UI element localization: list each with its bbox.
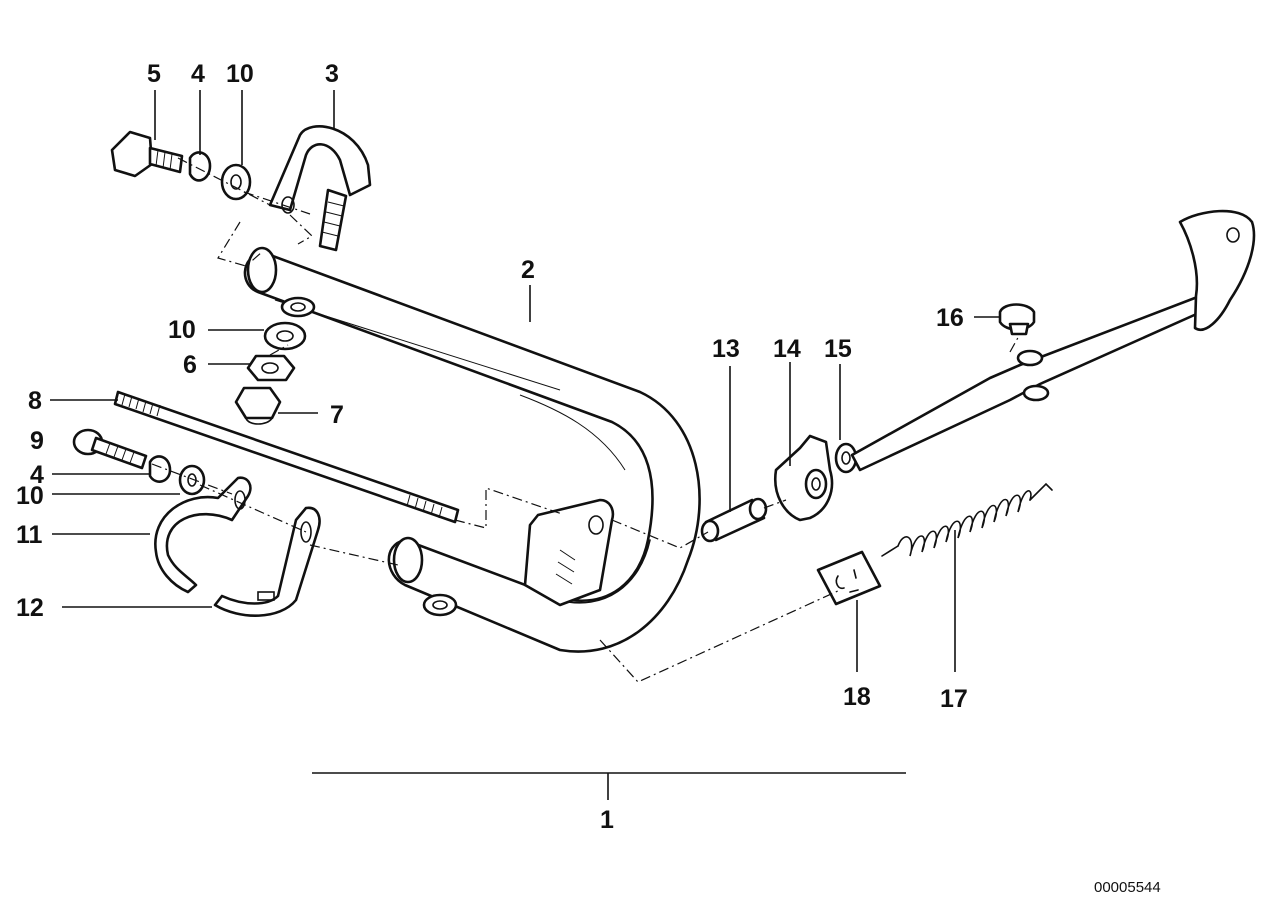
callout-7: 7	[330, 401, 344, 429]
callout-17: 17	[940, 685, 968, 713]
rubber-plug	[998, 303, 1036, 336]
callout-2: 2	[521, 256, 535, 284]
clamp-bracket	[154, 476, 252, 594]
kickstand-lever-arm	[850, 209, 1256, 472]
rubber-pad	[816, 550, 882, 606]
threaded-stud	[113, 390, 460, 524]
hex-bolt	[110, 130, 184, 178]
flat-washer-middle	[263, 321, 307, 351]
callout-6: 6	[183, 351, 197, 379]
callout-10: 10	[168, 316, 196, 344]
callout-4: 4	[191, 60, 205, 88]
callout-4: 4	[30, 461, 44, 489]
callout-3: 3	[325, 60, 339, 88]
callout-13: 13	[712, 335, 740, 363]
callout-15: 15	[824, 335, 852, 363]
lock-washer-top	[188, 151, 212, 182]
alignment-lines	[151, 157, 1021, 683]
lock-washer-lower	[148, 455, 172, 483]
return-spring	[881, 482, 1053, 557]
u-clamp	[268, 125, 372, 252]
assembly-bracket-line	[312, 772, 906, 800]
callout-9: 9	[30, 427, 44, 455]
bushing-sleeve	[700, 497, 768, 543]
clamp-strap	[213, 506, 321, 617]
flat-washer-top	[220, 163, 252, 201]
leader-lines	[50, 90, 1000, 672]
lever-hub	[773, 434, 834, 522]
ring-washer	[834, 442, 858, 474]
callout-10: 10	[16, 482, 44, 510]
flat-washer-lower	[178, 464, 206, 496]
callout-11: 11	[16, 521, 43, 549]
callout-1: 1	[600, 806, 614, 834]
callout-10: 10	[226, 60, 254, 88]
cap-screw	[72, 428, 148, 470]
main-stand-tube	[243, 246, 701, 653]
callout-14: 14	[773, 335, 801, 363]
callout-labels: 5 4 10 3 2 10 6 7 8 9 4 10 11 12 13 14 1…	[16, 60, 968, 834]
callout-16: 16	[936, 304, 964, 332]
callout-5: 5	[147, 60, 161, 88]
callout-12: 12	[16, 594, 44, 622]
diagram-reference-number: 00005544	[1094, 879, 1161, 896]
callout-8: 8	[28, 387, 42, 415]
callout-18: 18	[843, 683, 871, 711]
tube-bracket-plate	[523, 498, 615, 607]
cap-nut	[234, 386, 282, 425]
hex-nut	[246, 354, 296, 382]
